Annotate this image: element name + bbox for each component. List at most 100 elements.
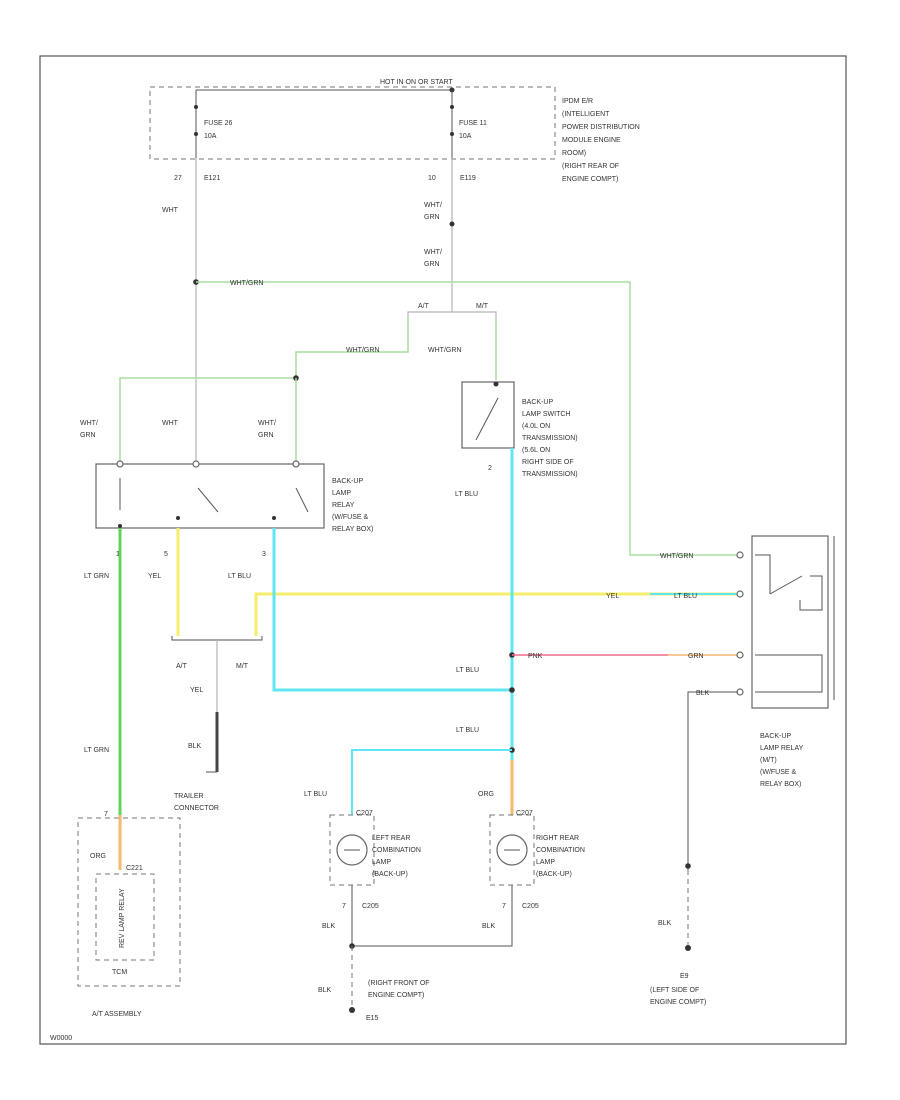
label-lt-blu-left: LT BLU — [304, 791, 327, 798]
label-hot-run-start: HOT IN ON OR START — [380, 79, 453, 86]
svg-text:(INTELLIGENT: (INTELLIGENT — [562, 111, 610, 118]
label-wht-grn-relay1b: GRN — [80, 432, 96, 439]
label-lt-blu-mid: LT BLU — [456, 667, 479, 674]
fuse26-bottom-terminal — [194, 132, 198, 136]
svg-text:TRANSMISSION): TRANSMISSION) — [522, 435, 578, 442]
backup-switch-description: BACK-UP LAMP SWITCH (4.0L ON TRANSMISSIO… — [522, 399, 578, 478]
svg-text:LAMP: LAMP — [536, 859, 555, 866]
wire-lt-blu-left-lamp — [351, 749, 512, 815]
conn-e121: E121 — [204, 175, 220, 182]
relay-pin-1: 1 — [116, 551, 120, 558]
label-wht-grn-horizontal: WHT/GRN — [230, 280, 263, 287]
svg-text:COMBINATION: COMBINATION — [536, 847, 585, 854]
svg-text:(5.6L ON: (5.6L ON — [522, 447, 550, 454]
switch-contact — [475, 397, 499, 441]
label-blk-mt: BLK — [696, 690, 710, 697]
fuse11-label: FUSE 11 — [459, 120, 487, 127]
label-yel-trailer: YEL — [190, 687, 203, 694]
label-mt-top: M/T — [476, 303, 489, 310]
diagram-code: W0000 — [50, 1035, 72, 1042]
relay-at-bottom-3 — [272, 516, 276, 520]
label-yel-mt: YEL — [606, 593, 619, 600]
label-grn-mt: GRN — [688, 653, 704, 660]
svg-text:(RIGHT REAR OF: (RIGHT REAR OF — [562, 163, 619, 170]
label-org-tcm: ORG — [90, 853, 106, 860]
label-blk-left-lamp: BLK — [322, 923, 336, 930]
label-lt-grn-relay: LT GRN — [84, 573, 109, 580]
conn-e119: E119 — [460, 175, 476, 182]
label-at-low: A/T — [176, 663, 188, 670]
diagram-frame — [39, 55, 847, 1045]
left-lamp-pin: 7 — [342, 903, 346, 910]
svg-text:RELAY BOX): RELAY BOX) — [760, 781, 801, 788]
relay-at-bottom-2 — [176, 516, 180, 520]
label-wht-grn-relay3b: GRN — [258, 432, 274, 439]
relay-at-terminal-1 — [116, 460, 124, 468]
wire-wht-grn-to-mt-relay — [196, 281, 738, 556]
ground-right-2: ENGINE COMPT) — [368, 992, 424, 999]
svg-text:LEFT REAR: LEFT REAR — [372, 835, 410, 842]
label-wht-grn-1a: WHT/ — [424, 202, 442, 209]
label-wht-grn-relay3a: WHT/ — [258, 420, 276, 427]
trailer-label-2: CONNECTOR — [174, 805, 219, 812]
label-lt-grn-low: LT GRN — [84, 747, 109, 754]
svg-text:LAMP: LAMP — [332, 490, 351, 497]
tcm-vertical-label: REV LAMP RELAY — [119, 888, 126, 948]
relay-at-terminal-3 — [292, 460, 300, 468]
fuse26-label: FUSE 26 — [204, 120, 233, 127]
svg-text:RIGHT REAR: RIGHT REAR — [536, 835, 579, 842]
wire-blk-mt-relay — [687, 691, 738, 870]
label-blk-trailer: BLK — [188, 743, 202, 750]
label-lt-blu-relay: LT BLU — [228, 573, 251, 580]
wire-blk-lamps — [351, 885, 513, 947]
label-wht-grn-mt: WHT/GRN — [660, 553, 693, 560]
label-blk-right-lamp: BLK — [482, 923, 496, 930]
label-wht-grn-1b: GRN — [424, 214, 440, 221]
svg-text:POWER DISTRIBUTION: POWER DISTRIBUTION — [562, 124, 640, 131]
tcm-module — [95, 873, 155, 961]
switch-pin-2: 2 — [488, 465, 492, 472]
backup-lamp-relay-at — [95, 463, 325, 529]
fuse11-top-terminal — [450, 105, 454, 109]
label-wht-relay2: WHT — [162, 420, 179, 427]
right-lamp-conn: C207 — [516, 810, 533, 817]
svg-text:COMBINATION: COMBINATION — [372, 847, 421, 854]
relay-pin-3: 3 — [262, 551, 266, 558]
ground-left-1: (LEFT SIDE OF — [650, 987, 699, 994]
svg-text:(BACK-UP): (BACK-UP) — [536, 871, 572, 878]
relay-mt-contact — [755, 554, 823, 611]
left-lamp-conn-low: C205 — [362, 903, 379, 910]
tcm-label: TCM — [112, 969, 127, 976]
label-wht-grn-2a: WHT/ — [424, 249, 442, 256]
label-at-top: A/T — [418, 303, 430, 310]
svg-text:RIGHT SIDE OF: RIGHT SIDE OF — [522, 459, 574, 466]
junction-blu-2 — [509, 687, 515, 693]
label-mt-low: M/T — [236, 663, 249, 670]
svg-text:LAMP RELAY: LAMP RELAY — [760, 745, 804, 752]
label-wht-top: WHT — [162, 207, 179, 214]
at-assembly-box — [77, 817, 181, 987]
label-wht-grn-at: WHT/GRN — [346, 347, 379, 354]
relay-pin-5: 5 — [164, 551, 168, 558]
svg-text:RELAY BOX): RELAY BOX) — [332, 526, 373, 533]
label-org-right: ORG — [478, 791, 494, 798]
svg-text:BACK-UP: BACK-UP — [522, 399, 553, 406]
relay-mt-description: BACK-UP LAMP RELAY (M/T) (W/FUSE & RELAY… — [760, 733, 804, 788]
relay-at-contact-2 — [295, 487, 309, 513]
fuse11-amp: 10A — [459, 133, 472, 140]
junction-blk-mt — [685, 863, 691, 869]
split-at-mt — [407, 311, 497, 318]
ground-right-1: (RIGHT FRONT OF — [368, 980, 430, 987]
relay-at-terminal-2 — [192, 460, 200, 468]
svg-text:(W/FUSE &: (W/FUSE & — [760, 769, 796, 776]
wire-lt-blu-relay — [272, 528, 512, 692]
svg-text:LAMP SWITCH: LAMP SWITCH — [522, 411, 571, 418]
ground-e9-label: E9 — [680, 973, 689, 980]
ground-e9-point — [685, 945, 691, 951]
ground-left-2: ENGINE COMPT) — [650, 999, 706, 1006]
label-wht-grn-relay1a: WHT/ — [80, 420, 98, 427]
fuse26-amp: 10A — [204, 133, 217, 140]
backup-lamp-relay-mt — [751, 535, 829, 709]
ground-e15-label: E15 — [366, 1015, 379, 1022]
